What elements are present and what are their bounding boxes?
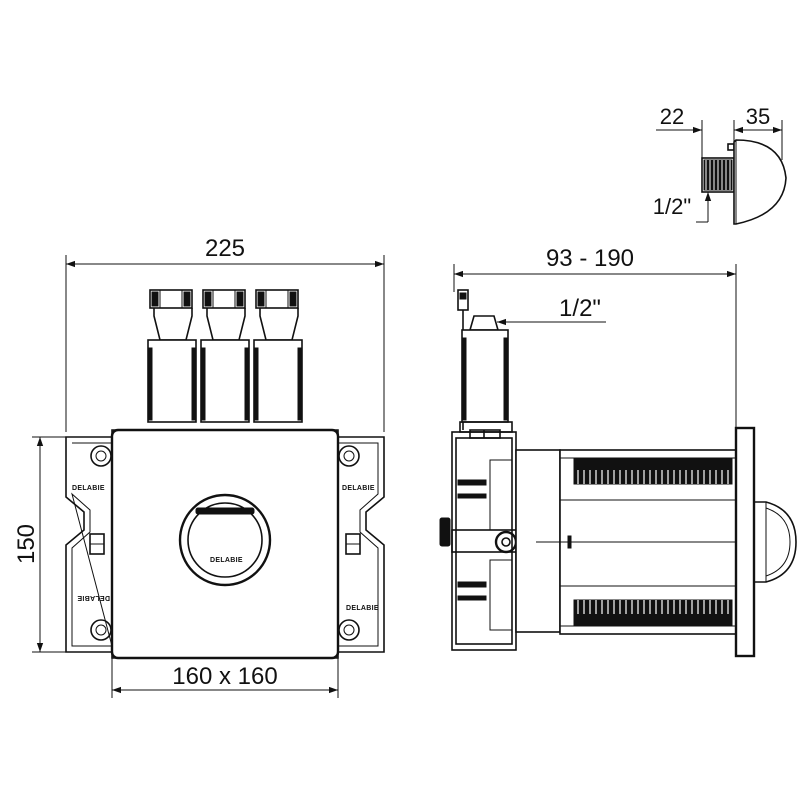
inlet-valve-right xyxy=(253,289,303,423)
detail-dome-cap xyxy=(733,139,787,225)
front-view: DELABIE DELABIE DELABIE DELABIE DELABIE xyxy=(13,235,385,698)
dimension-height: 150 xyxy=(13,436,66,653)
frame-fixing-screws xyxy=(89,533,361,555)
dimension-depth-range-label: 93 - 190 xyxy=(546,245,634,272)
frame-brand-label-top-left: DELABIE xyxy=(72,485,105,492)
inlet-valve-left xyxy=(147,289,197,423)
detail-view: 22 35 1/2" xyxy=(653,104,787,225)
leader-nipple-thread: 1/2" xyxy=(653,192,712,223)
dimension-overall-width: 225 xyxy=(65,235,385,432)
leader-side-inlet-thread-label: 1/2" xyxy=(559,295,601,322)
side-push-button xyxy=(754,501,797,583)
side-wall-plate xyxy=(734,426,756,658)
frame-brand-label-bottom-right: DELABIE xyxy=(346,605,379,612)
inlet-valves xyxy=(147,289,303,423)
mounting-frame-inner xyxy=(71,442,379,647)
dimension-plate-size: 160 x 160 xyxy=(111,658,339,698)
dimension-overall-width-label: 225 xyxy=(205,235,245,262)
detail-threaded-nipple xyxy=(701,143,735,193)
side-body xyxy=(515,449,561,633)
dimension-cap-depth-label: 35 xyxy=(746,104,770,129)
dimension-height-label: 150 xyxy=(13,524,40,564)
side-view: 93 - 190 1/2" xyxy=(439,245,797,658)
side-back-knob xyxy=(439,517,451,547)
dimension-nipple-length: 22 xyxy=(656,104,703,158)
cover-plate xyxy=(110,428,340,660)
side-inlet-valve xyxy=(457,289,513,433)
side-telescopic-sleeve xyxy=(536,449,737,635)
leader-side-inlet-thread: 1/2" xyxy=(497,295,606,326)
frame-brand-label-bottom-left: DELABIE xyxy=(77,594,110,601)
sleeve-thread-bottom xyxy=(573,599,733,627)
dimension-plate-size-label: 160 x 160 xyxy=(172,663,277,690)
dimension-nipple-length-label: 22 xyxy=(660,104,684,129)
push-button: DELABIE xyxy=(178,493,272,587)
dimension-cap-depth: 35 xyxy=(733,104,783,160)
sleeve-thread-top xyxy=(573,457,733,485)
leader-nipple-thread-label: 1/2" xyxy=(653,194,691,219)
push-button-brand-label: DELABIE xyxy=(210,557,243,564)
inlet-valve-center xyxy=(200,289,250,423)
dimension-depth-range: 93 - 190 xyxy=(453,245,737,428)
frame-brand-label-top-right: DELABIE xyxy=(342,485,375,492)
